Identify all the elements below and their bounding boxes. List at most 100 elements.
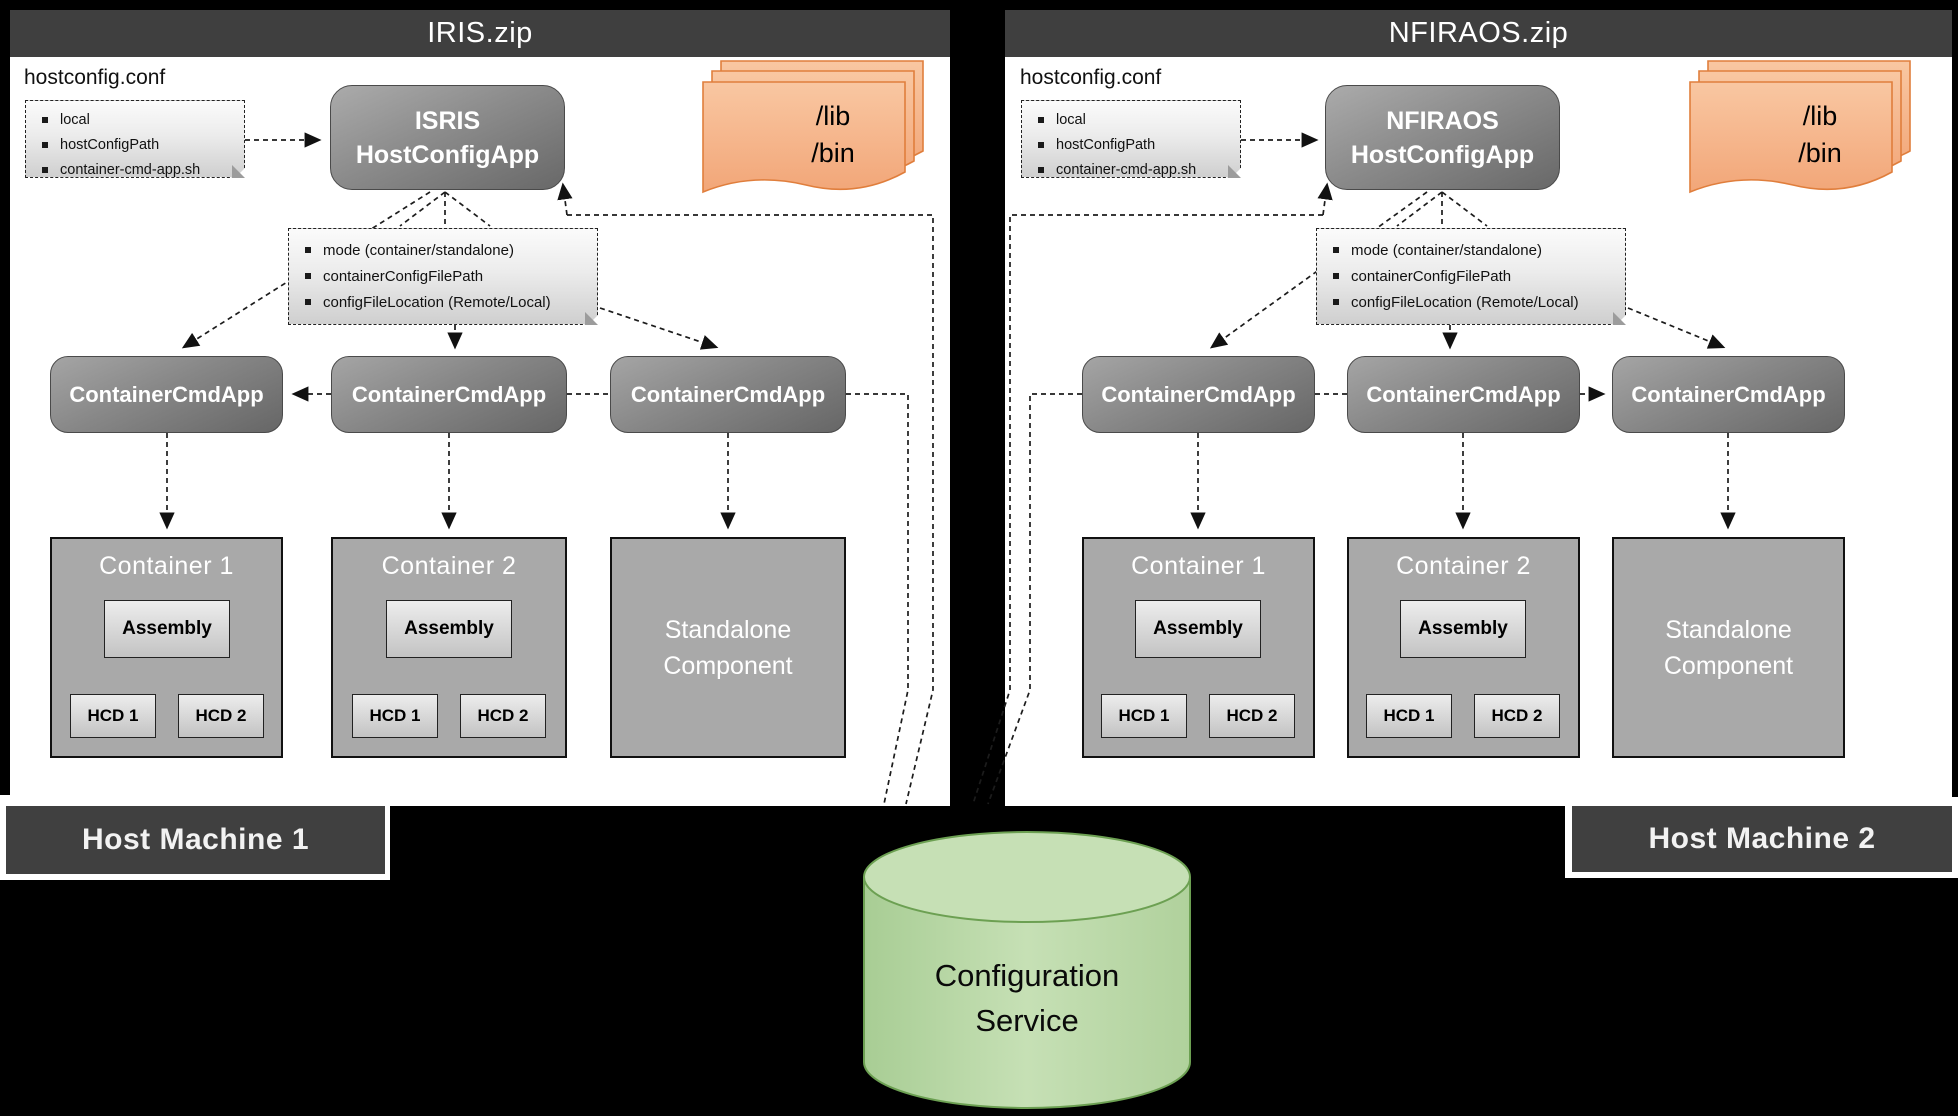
- hcd2-left-1: HCD 2: [178, 694, 264, 738]
- hcd-label: HCD 2: [477, 706, 529, 725]
- bullet-icon: [1038, 142, 1044, 148]
- bullet-icon: [1333, 247, 1339, 253]
- note-item-label: containerConfigFilePath: [323, 267, 484, 285]
- assembly-label: Assembly: [122, 618, 212, 639]
- bullet-icon: [1038, 167, 1044, 173]
- assembly-label: Assembly: [1418, 618, 1508, 639]
- standalone-left: Standalone Component: [610, 537, 846, 758]
- hostconfigapp-right: NFIRAOS HostConfigApp: [1325, 85, 1560, 190]
- note-item-label: mode (container/standalone): [323, 241, 514, 259]
- note-item-label: local: [1056, 112, 1086, 128]
- bullet-icon: [1038, 117, 1044, 123]
- note-item: container-cmd-app.sh: [26, 158, 244, 182]
- hcd2-right-2: HCD 2: [1474, 694, 1560, 738]
- hcd2-right-1: HCD 2: [1209, 694, 1295, 738]
- note-fold-icon: [1228, 165, 1241, 178]
- note-fold-icon: [232, 165, 245, 178]
- note-item-label: containerConfigFilePath: [1351, 267, 1512, 285]
- configuration-service-label: Configuration Service: [934, 958, 1120, 1038]
- host1-title: IRIS.zip: [427, 17, 533, 49]
- host1-titlebar: IRIS.zip: [10, 10, 950, 57]
- mode-note-left: mode (container/standalone) containerCon…: [288, 228, 599, 326]
- cmdapp-label: ContainerCmdApp: [351, 381, 547, 407]
- note-item-label: mode (container/standalone): [1351, 241, 1542, 259]
- hostconfigapp-suffix: HostConfigApp: [355, 140, 540, 169]
- bullet-icon: [42, 117, 48, 123]
- hcd-label: HCD 1: [1383, 706, 1435, 725]
- mode-note-right: mode (container/standalone) containerCon…: [1316, 228, 1627, 326]
- note-item-label: hostConfigPath: [1056, 137, 1156, 153]
- bin-label: /bin: [1798, 138, 1842, 168]
- container-title: Container 1: [1131, 552, 1266, 580]
- cmdapp-label: ContainerCmdApp: [1366, 381, 1561, 407]
- note-item: container-cmd-app.sh: [1022, 158, 1240, 182]
- assembly-label: Assembly: [1153, 618, 1243, 639]
- hcd1-left-1: HCD 1: [70, 694, 156, 738]
- assembly-label: Assembly: [404, 618, 494, 639]
- hcd-label: HCD 1: [1118, 706, 1170, 725]
- lib-bin-label-left: /lib /bin: [768, 98, 898, 172]
- standalone-right: Standalone Component: [1612, 537, 1845, 758]
- assembly-right-1: Assembly: [1135, 600, 1261, 658]
- hcd-label: HCD 2: [1491, 706, 1543, 725]
- standalone-label: Standalone Component: [1663, 615, 1794, 680]
- hostconfig-note-left: local hostConfigPath container-cmd-app.s…: [25, 100, 246, 179]
- lib-label: /lib: [1802, 101, 1838, 131]
- standalone-label: Standalone Component: [663, 615, 793, 680]
- note-item: containerConfigFilePath: [1317, 263, 1625, 289]
- hcd2-left-2: HCD 2: [460, 694, 546, 738]
- note-item: mode (container/standalone): [289, 237, 597, 263]
- note-item: configFileLocation (Remote/Local): [289, 289, 597, 315]
- containercmdapp-left-1: ContainerCmdApp: [50, 356, 283, 433]
- note-fold-icon: [1613, 312, 1626, 325]
- note-fold-icon: [585, 312, 598, 325]
- containercmdapp-right-2: ContainerCmdApp: [1347, 356, 1580, 433]
- hcd1-right-1: HCD 1: [1101, 694, 1187, 738]
- bullet-icon: [42, 142, 48, 148]
- host-machine-text: Host Machine 2: [1648, 822, 1876, 855]
- note-item-label: hostConfigPath: [60, 137, 160, 153]
- hcd-label: HCD 2: [1226, 706, 1278, 725]
- hcd1-left-2: HCD 1: [352, 694, 438, 738]
- containercmdapp-left-2: ContainerCmdApp: [331, 356, 567, 433]
- host-machine-1-label: Host Machine 1: [6, 806, 385, 874]
- hostconfigapp-name: NFIRAOS: [1386, 106, 1499, 135]
- container-title: Container 2: [381, 552, 517, 580]
- assembly-left-2: Assembly: [386, 600, 512, 658]
- note-item-label: configFileLocation (Remote/Local): [323, 293, 551, 311]
- hostconfig-label-right: hostconfig.conf: [1020, 66, 1162, 89]
- hcd-label: HCD 1: [369, 706, 421, 725]
- hcd-label: HCD 2: [195, 706, 247, 725]
- note-item-label: container-cmd-app.sh: [60, 162, 201, 178]
- lib-label: /lib: [815, 101, 851, 131]
- hostconfigapp-name: ISRIS: [414, 106, 481, 135]
- note-item: containerConfigFilePath: [289, 263, 597, 289]
- bullet-icon: [1333, 299, 1339, 305]
- bullet-icon: [1333, 273, 1339, 279]
- containercmdapp-right-1: ContainerCmdApp: [1082, 356, 1315, 433]
- bin-label: /bin: [811, 138, 855, 168]
- hcd1-right-2: HCD 1: [1366, 694, 1452, 738]
- cmdapp-label: ContainerCmdApp: [69, 381, 264, 407]
- note-item-label: configFileLocation (Remote/Local): [1351, 293, 1579, 311]
- hostconfig-note-right: local hostConfigPath container-cmd-app.s…: [1021, 100, 1242, 179]
- note-item: local: [1022, 108, 1240, 132]
- host2-titlebar: NFIRAOS.zip: [1005, 10, 1952, 57]
- host2-title: NFIRAOS.zip: [1388, 17, 1569, 49]
- lib-bin-label-right: /lib /bin: [1755, 98, 1885, 172]
- cmdapp-label: ContainerCmdApp: [1101, 381, 1296, 407]
- note-item-label: container-cmd-app.sh: [1056, 162, 1197, 178]
- note-item: hostConfigPath: [1022, 133, 1240, 157]
- container-title: Container 2: [1396, 552, 1531, 580]
- hostconfigapp-left: ISRIS HostConfigApp: [330, 85, 565, 190]
- host-machine-2-label: Host Machine 2: [1572, 806, 1952, 872]
- note-item-label: local: [60, 112, 90, 128]
- host-machine-text: Host Machine 1: [81, 823, 310, 856]
- containercmdapp-left-3: ContainerCmdApp: [610, 356, 846, 433]
- containercmdapp-right-3: ContainerCmdApp: [1612, 356, 1845, 433]
- bullet-icon: [305, 273, 311, 279]
- hcd-label: HCD 1: [87, 706, 139, 725]
- hostconfig-label-left: hostconfig.conf: [24, 66, 166, 89]
- note-item: mode (container/standalone): [1317, 237, 1625, 263]
